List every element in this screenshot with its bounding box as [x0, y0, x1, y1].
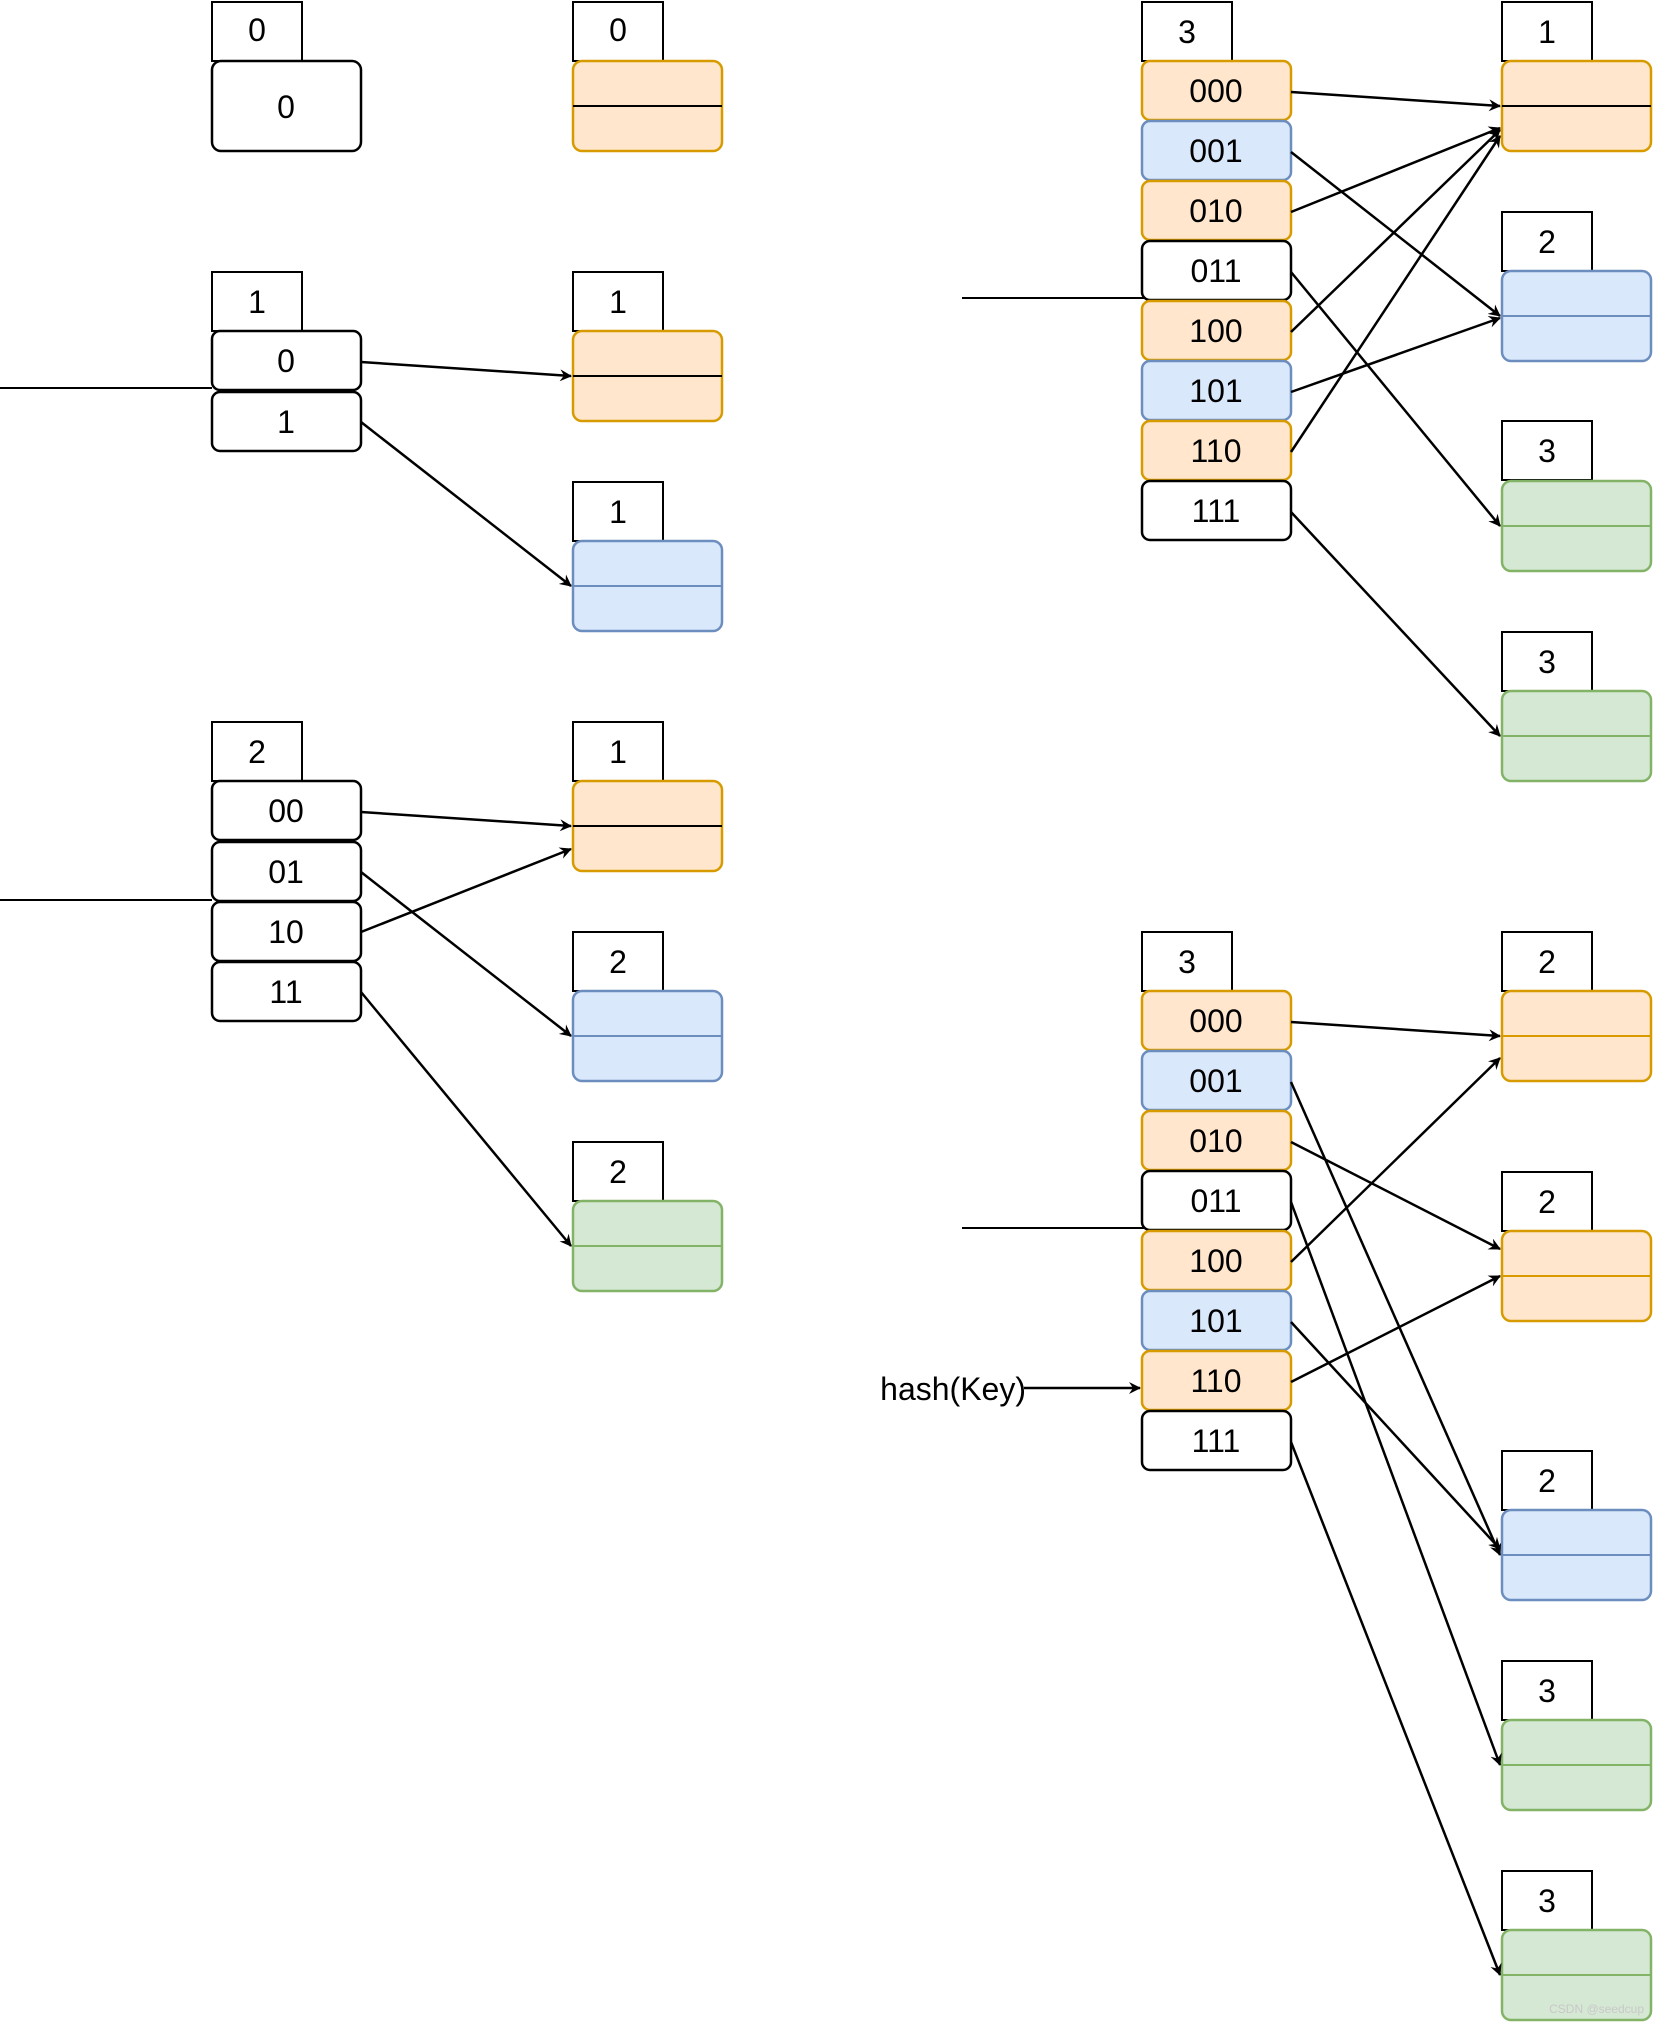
- global-depth-box: [211, 271, 303, 332]
- local-depth-label: 1: [609, 734, 627, 770]
- hash-key-label: hash(Key): [880, 1371, 1026, 1407]
- global-depth-label: 1: [248, 284, 266, 320]
- local-depth-label: 2: [609, 944, 627, 980]
- local-depth-box: [572, 271, 664, 332]
- global-depth-label: 2: [248, 734, 266, 770]
- local-depth-box: [572, 1141, 664, 1202]
- local-depth-box: [1501, 631, 1593, 692]
- pointer-arrow: [360, 421, 572, 587]
- directory-entry: [210, 329, 363, 392]
- local-depth-box: [1501, 211, 1593, 272]
- local-depth-label: 2: [609, 1154, 627, 1190]
- directory-entry-label: 11: [269, 974, 302, 1010]
- directory-entry-label: 10: [268, 914, 304, 950]
- directory-entry-label: 01: [268, 854, 304, 890]
- local-depth-label: 2: [1538, 944, 1556, 980]
- local-depth-label: 1: [1538, 14, 1556, 50]
- local-depth-box: [1501, 420, 1593, 481]
- global-depth-label: 3: [1178, 944, 1196, 980]
- local-depth-label: 1: [609, 494, 627, 530]
- directory-entry-label: 100: [1189, 313, 1242, 349]
- directory-entry-label: 010: [1189, 1123, 1242, 1159]
- local-depth-label: 3: [1538, 433, 1556, 469]
- pointer-arrow: [1290, 1321, 1501, 1550]
- pointer-arrow: [1290, 316, 1501, 394]
- pointer-arrow: [1290, 129, 1501, 333]
- directory-entry: [210, 960, 363, 1023]
- directory-entry: [210, 390, 363, 453]
- stage-1: 1 0 1 1 1: [0, 271, 724, 633]
- pointer-arrow: [1290, 511, 1501, 737]
- local-depth-label: 3: [1538, 1673, 1556, 1709]
- local-depth-label: 1: [609, 284, 627, 320]
- local-depth-label: 2: [1538, 1463, 1556, 1499]
- pointer-arrow: [1290, 1057, 1501, 1263]
- directory-entry-label: 00: [268, 793, 304, 829]
- local-depth-label: 0: [609, 12, 627, 48]
- local-depth-box: [572, 931, 664, 992]
- pointer-arrow: [1289, 1201, 1502, 1766]
- local-depth-box: [1501, 1870, 1593, 1931]
- pointer-arrow: [360, 847, 572, 934]
- local-depth-label: 3: [1538, 1883, 1556, 1919]
- pointer-arrow: [360, 991, 572, 1247]
- pointer-arrow: [1290, 1274, 1501, 1384]
- pointer-arrow: [1289, 1441, 1502, 1976]
- directory-entry-label: 101: [1189, 1303, 1242, 1339]
- global-depth-box: [1141, 931, 1233, 992]
- directory-entry-label: 001: [1189, 1063, 1242, 1099]
- local-depth-label: 3: [1538, 644, 1556, 680]
- directory-entry-label: 0: [277, 343, 295, 379]
- directory-entry-label: 110: [1190, 1363, 1241, 1399]
- pointer-arrow: [1290, 151, 1501, 317]
- local-depth-box: [1501, 1450, 1593, 1511]
- directory-entry-label: 000: [1189, 73, 1242, 109]
- directory-entry-label: 101: [1189, 373, 1242, 409]
- directory-entry-label: 001: [1189, 133, 1242, 169]
- local-depth-box: [1501, 1171, 1593, 1232]
- directory-entry: [1140, 1409, 1293, 1472]
- pointer-arrow: [360, 871, 572, 1037]
- local-depth-box: [572, 481, 664, 542]
- stage-3: 3 000 001 010 011 100 101 110 111 1 2 3 …: [962, 1, 1653, 783]
- pointer-arrow: [1290, 1020, 1501, 1042]
- global-depth-box: [1141, 1, 1233, 62]
- directory-entry-label: 000: [1189, 1003, 1242, 1039]
- global-depth-box: [211, 1, 303, 62]
- global-depth-box: [211, 721, 303, 782]
- directory-entry-label: 110: [1190, 433, 1241, 469]
- directory-entry-label: 011: [1190, 253, 1241, 289]
- stage-2: 2 00 01 10 11 1 2 2: [0, 721, 724, 1293]
- local-depth-label: 2: [1538, 1184, 1556, 1220]
- directory-entry-label: 100: [1189, 1243, 1242, 1279]
- watermark: CSDN @seedcup: [1549, 2002, 1644, 2016]
- local-depth-box: [572, 721, 664, 782]
- directory-entry-label: 010: [1189, 193, 1242, 229]
- pointer-arrow: [1290, 126, 1501, 214]
- directory-entry-label: 111: [1192, 1423, 1241, 1459]
- global-depth-label: 0: [248, 12, 266, 48]
- pointer-arrow: [360, 360, 572, 382]
- directory-entry-label: 011: [1190, 1183, 1241, 1219]
- local-depth-label: 2: [1538, 224, 1556, 260]
- pointer-arrow: [1290, 1140, 1501, 1251]
- directory-entry: [210, 59, 363, 153]
- directory-entry-label: 1: [277, 404, 295, 440]
- stage-4: 3 000 001 010 011 100 101 110 111 hash(K…: [880, 931, 1653, 2022]
- local-depth-box: [572, 1, 664, 62]
- pointer-arrow: [1289, 135, 1502, 453]
- directory-entry: [210, 779, 363, 842]
- pointer-arrow: [1290, 271, 1501, 527]
- directory-entry-label: 111: [1192, 493, 1241, 529]
- local-depth-box: [1501, 1660, 1593, 1721]
- directory-entry-label: 0: [277, 89, 295, 125]
- pointer-arrow: [1290, 90, 1501, 112]
- stage-0: 0 0 0: [210, 1, 724, 153]
- pointer-arrow: [360, 810, 572, 832]
- global-depth-label: 3: [1178, 14, 1196, 50]
- directory-entry: [1140, 479, 1293, 542]
